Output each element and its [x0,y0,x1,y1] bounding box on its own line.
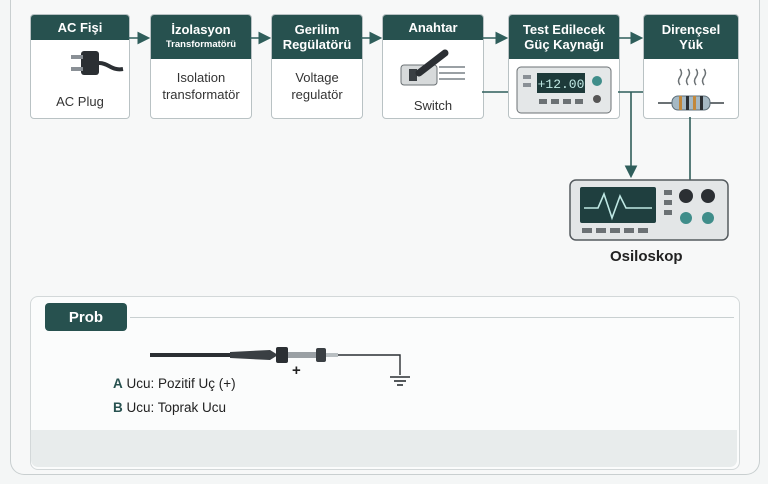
probe-title: Prob [45,303,127,331]
legend-a: A Ucu: Pozitif Uç (+) [113,376,236,391]
ac-plug-title: AC Fişi [31,15,129,40]
ac-plug-label: AC Plug [56,94,104,109]
legend-b: B Ucu: Toprak Ucu [113,400,226,415]
power-supply-icon: +12.00 [516,66,612,114]
ac-plug-block: AC Fişi AC Plug [30,14,130,119]
regulator-title: Gerilim Regülatörü [272,15,362,59]
isolation-transformer-block: İzolasyon Transformatörü Isolation trans… [150,14,252,119]
oscilloscope-label: Osiloskop [610,248,683,265]
switch-label: Switch [413,98,453,113]
legend-a-text: Ucu: Pozitif Uç (+) [126,376,236,391]
psu-block: Test Edilecek Güç Kaynağı +12.00 [508,14,620,119]
psu-display-value: +12.00 [538,77,585,92]
psu-title: Test Edilecek Güç Kaynağı [509,15,619,59]
voltage-regulator-block: Gerilim Regülatörü Voltage regulatör [271,14,363,119]
resistor-icon [658,68,724,111]
switch-block: Anahtar Switch [382,14,484,119]
switch-title: Anahtar [383,15,483,40]
ground-icon [390,376,410,386]
legend-a-key: A [113,376,123,391]
regulator-label: Voltage regulatör [291,70,343,102]
probe-title-divider [130,317,734,318]
isolation-title: İzolasyon Transformatörü [151,15,251,59]
resistive-load-block: Dirençsel Yük [643,14,739,119]
plug-icon [71,51,124,75]
isolation-label: Isolation transformatör [162,70,240,102]
legend-b-text: Ucu: Toprak Ucu [126,400,227,415]
probe-icon [150,347,401,375]
switch-icon [400,49,465,86]
probe-panel-footer [31,430,737,467]
load-title: Dirençsel Yük [644,15,738,59]
probe-plus-sign: + [292,362,301,379]
oscilloscope-icon [569,179,729,241]
legend-b-key: B [113,400,123,415]
